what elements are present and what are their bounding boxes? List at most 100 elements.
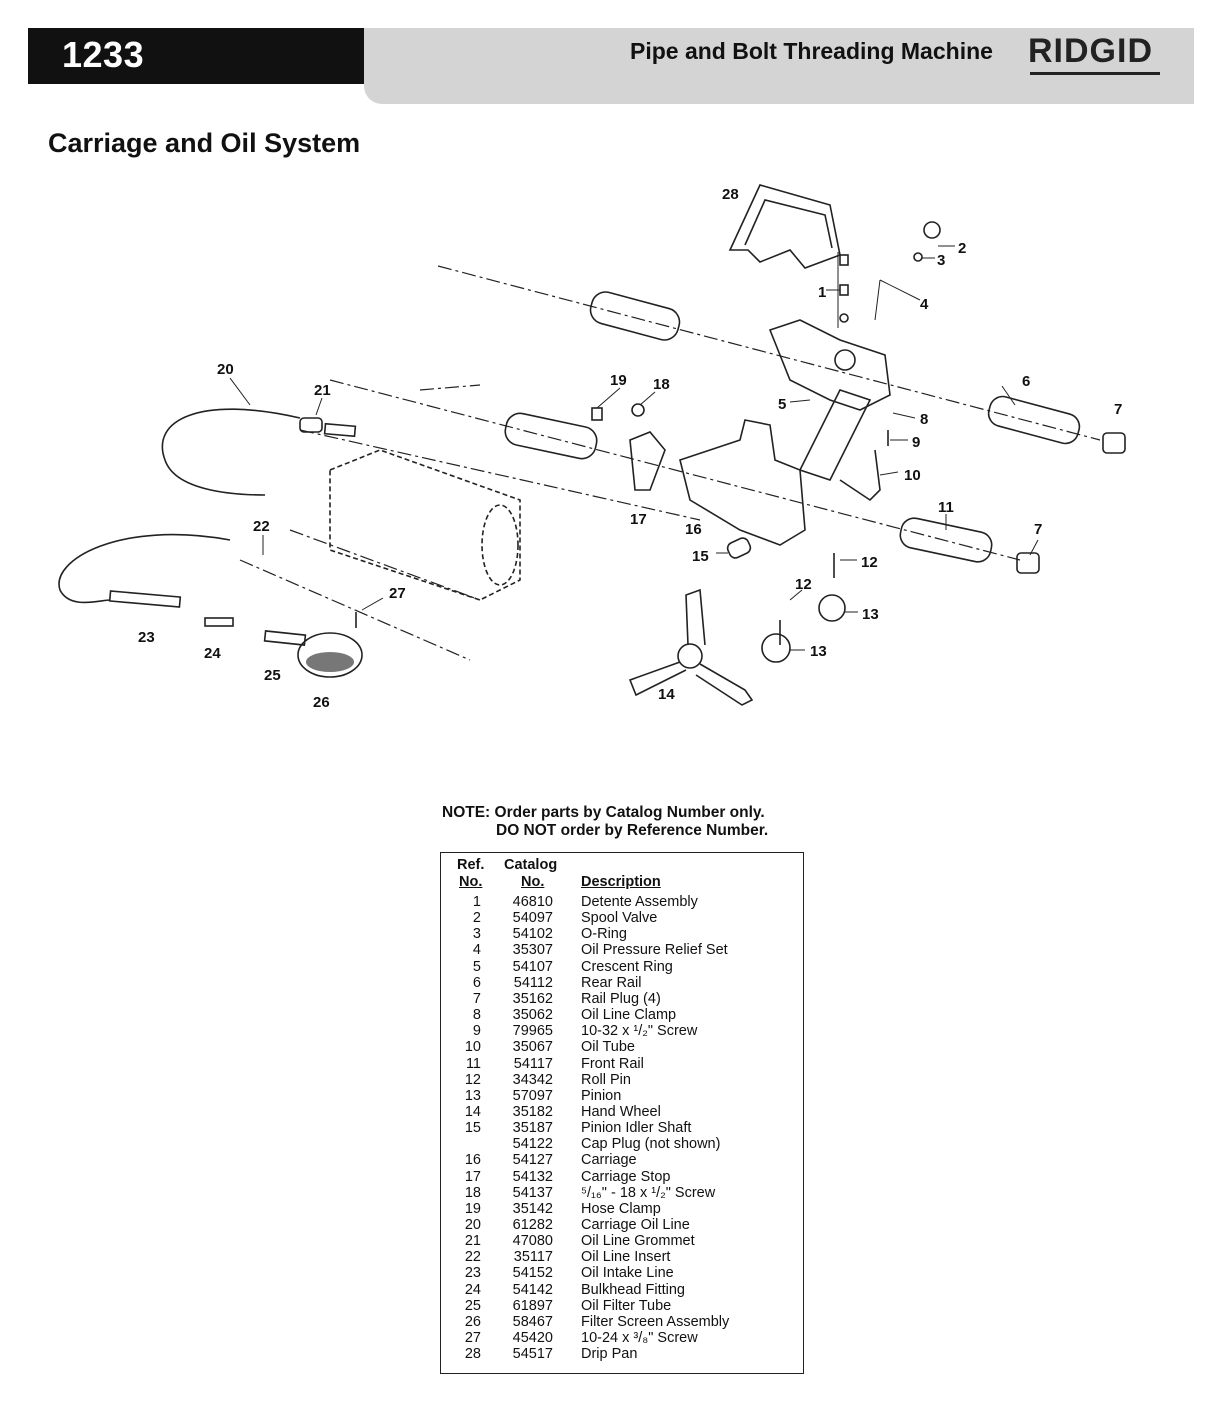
ref-cell: 15: [464, 1120, 481, 1137]
description-cell: O-Ring: [581, 926, 627, 943]
callout-4: 4: [920, 296, 929, 313]
callout-5: 5: [778, 396, 786, 413]
ref-cell: 4: [472, 942, 481, 959]
catalog-cell: 35067: [512, 1039, 553, 1056]
table-row: 19 35142 Hose Clamp: [441, 1201, 801, 1217]
table-row: 23 54152 Oil Intake Line: [441, 1265, 801, 1281]
order-note: NOTE: Order parts by Catalog Number only…: [442, 804, 768, 840]
callout-8: 8: [920, 411, 928, 428]
ref-cell: 19: [464, 1200, 481, 1217]
ref-cell: 20: [464, 1217, 481, 1233]
callout-17: 17: [630, 511, 647, 528]
callout-2: 2: [958, 240, 966, 257]
ref-cell: 1: [472, 894, 481, 910]
description-cell: Bulkhead Fitting: [581, 1281, 685, 1298]
catalog-cell: 54142: [512, 1281, 553, 1298]
model-number: 1233: [62, 34, 145, 75]
ref-cell: 26: [464, 1313, 481, 1330]
catalog-cell: 35117: [513, 1249, 553, 1266]
catalog-cell: 58467: [512, 1313, 553, 1330]
ref-cell: 28: [464, 1346, 481, 1363]
catalog-cell: 54517: [512, 1346, 553, 1363]
catalog-cell: 35187: [512, 1120, 553, 1137]
callout-12b: 12: [795, 576, 812, 593]
order-note-line1: NOTE: Order parts by Catalog Number only…: [442, 804, 765, 821]
header-cat-top: Catalog: [504, 857, 558, 873]
header-model-bar: [28, 28, 368, 84]
callout-26: 26: [313, 694, 330, 711]
callout-12a: 12: [861, 554, 878, 571]
order-note-line2: DO NOT order by Reference Number.: [496, 822, 769, 839]
callout-7a: 7: [1114, 401, 1122, 418]
header-ref-top: Ref.: [457, 857, 485, 873]
catalog-cell: 35307: [512, 942, 553, 959]
catalog-cell: 79965: [512, 1023, 553, 1040]
callout-25: 25: [264, 667, 281, 684]
description-cell: Carriage: [581, 1152, 637, 1169]
description-cell: Hose Clamp: [581, 1200, 661, 1217]
description-cell: Roll Pin: [581, 1071, 631, 1088]
description-cell: Oil Intake Line: [581, 1265, 674, 1282]
ref-cell: 12: [464, 1071, 481, 1088]
callout-24: 24: [204, 645, 221, 662]
catalog-cell: 35162: [512, 990, 553, 1007]
ref-cell: 24: [464, 1281, 481, 1298]
ref-cell: 2: [472, 910, 481, 927]
catalog-cell: 54127: [512, 1152, 553, 1169]
description-cell: ⁵/₁₆" - 18 x ¹/₂" Screw: [581, 1184, 716, 1201]
catalog-cell: 54102: [512, 926, 553, 943]
catalog-cell: 35142: [512, 1200, 553, 1217]
description-cell: Carriage Stop: [581, 1168, 671, 1185]
callout-20: 20: [217, 361, 234, 378]
ref-cell: 7: [472, 990, 481, 1007]
callout-15: 15: [692, 548, 709, 565]
callout-19: 19: [610, 372, 627, 389]
table-row: 24 54142 Bulkhead Fitting: [441, 1282, 801, 1298]
description-cell: Detente Assembly: [581, 894, 698, 910]
ref-cell: 13: [464, 1087, 481, 1104]
ref-cell: 6: [472, 974, 481, 991]
callout-11: 11: [938, 499, 954, 516]
header-ref-bottom: No.: [459, 874, 483, 890]
ref-cell: 3: [472, 926, 481, 943]
exploded-parts-diagram: 1 2 3 4 5 6 7 7 8 9 10 11 12 12 13 13 14…: [58, 184, 1126, 711]
callout-21: 21: [314, 382, 331, 399]
catalog-cell: 46810: [512, 894, 553, 910]
ref-cell: 27: [464, 1330, 481, 1347]
description-cell: Hand Wheel: [581, 1103, 661, 1120]
description-cell: Crescent Ring: [581, 958, 673, 975]
catalog-cell: 35182: [512, 1103, 553, 1120]
catalog-cell: 54152: [512, 1265, 553, 1282]
description-cell: Carriage Oil Line: [581, 1217, 690, 1233]
catalog-cell: 47080: [512, 1233, 553, 1250]
brand-logo-underline: [1030, 72, 1160, 75]
ref-cell: 25: [464, 1297, 481, 1314]
ref-cell: 21: [464, 1233, 481, 1250]
ref-cell: 17: [464, 1168, 481, 1185]
ref-cell: 23: [464, 1265, 481, 1282]
description-cell: Oil Pressure Relief Set: [581, 942, 728, 959]
description-cell: Rail Plug (4): [581, 990, 661, 1007]
description-cell: Pinion: [581, 1087, 622, 1104]
catalog-cell: 61897: [512, 1297, 553, 1314]
callout-10: 10: [904, 467, 921, 484]
description-cell: Oil Line Insert: [581, 1249, 671, 1266]
callout-13a: 13: [862, 606, 879, 623]
callout-22: 22: [253, 518, 270, 535]
ref-cell: 9: [472, 1023, 481, 1040]
ref-cell: 5: [472, 958, 481, 975]
catalog-cell: 54112: [513, 974, 553, 991]
callout-14: 14: [658, 686, 675, 703]
